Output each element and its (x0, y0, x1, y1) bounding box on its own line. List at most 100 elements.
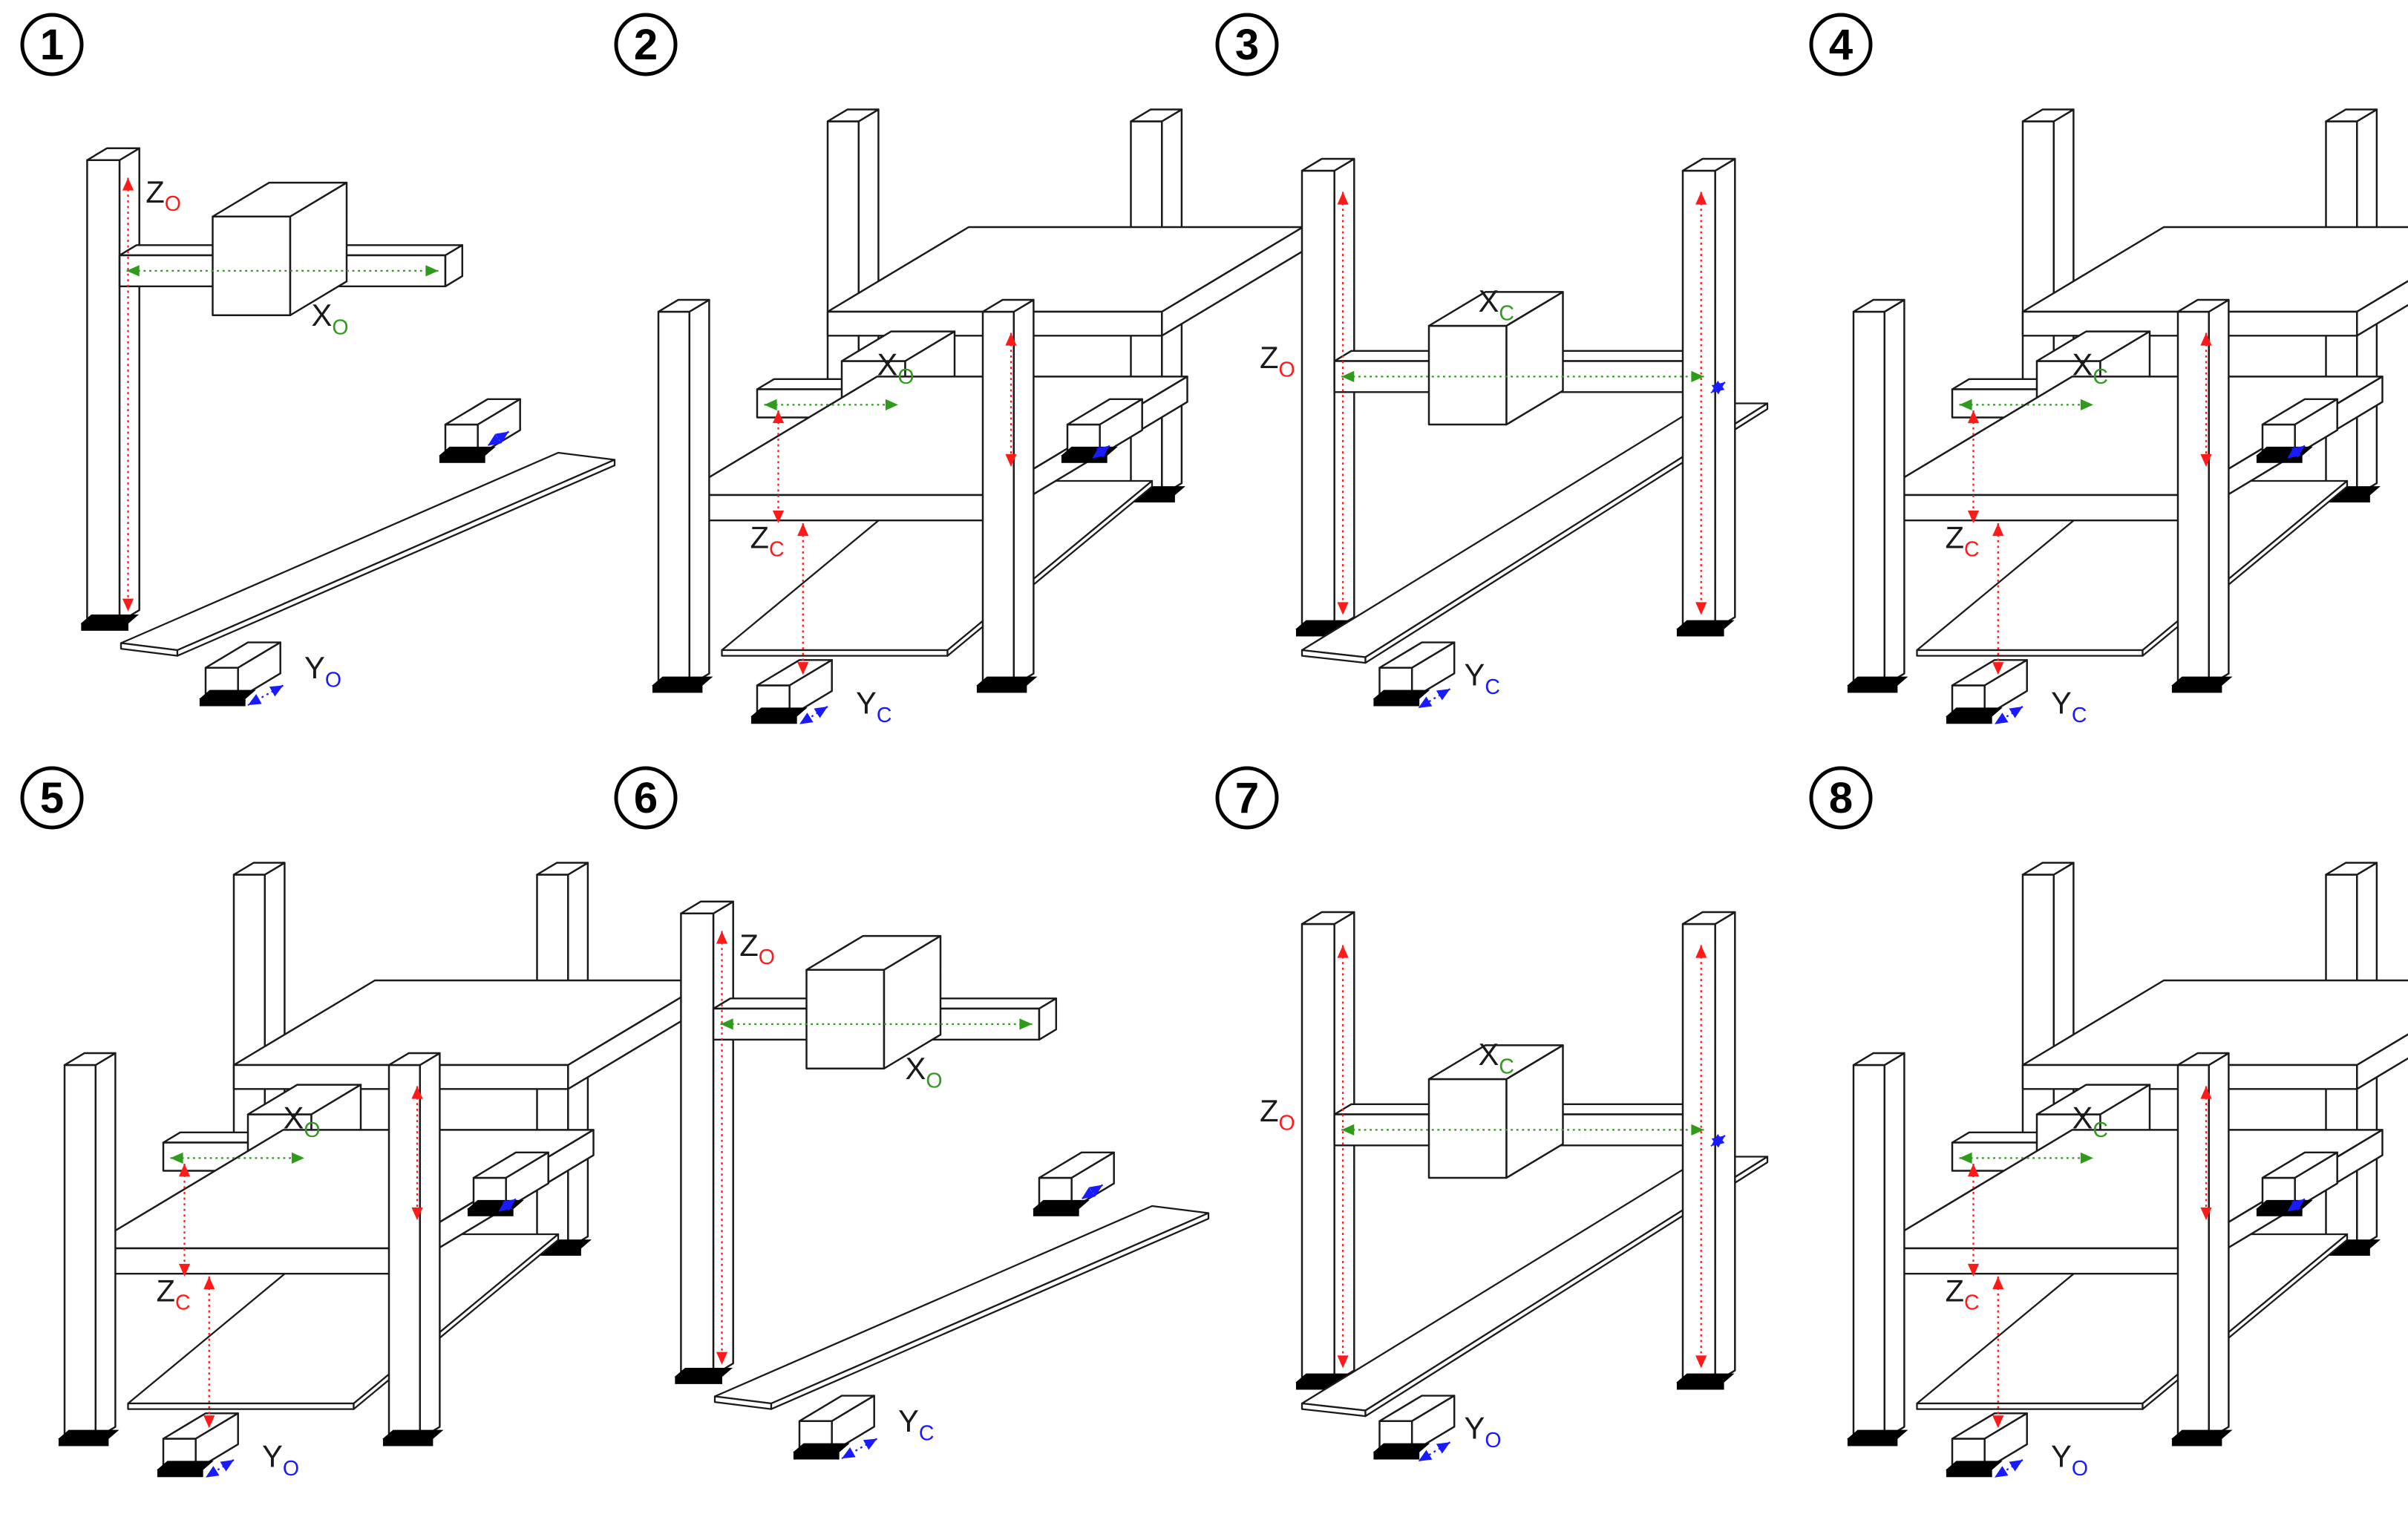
y-rail-front (1946, 1412, 2028, 1478)
axis-label-base: X (1479, 284, 1499, 318)
y-rail-foot (199, 689, 256, 700)
z-axis-arrow-bed (203, 1277, 215, 1429)
panel-number-circle (20, 766, 84, 830)
axis-label-base: Z (1946, 1273, 1965, 1308)
front-post-left (1852, 1052, 1905, 1440)
y-axis-arrow-rear (2286, 445, 2306, 459)
axis-label-subscript: O (1279, 1111, 1295, 1135)
front-foot-right (2171, 676, 2233, 686)
front-foot-right (382, 1429, 444, 1439)
y-axis-arrow-front (1418, 688, 1451, 709)
panel-number-text: 6 (634, 774, 658, 822)
axis-label-base: Z (145, 174, 165, 209)
panel-number: 6 (614, 766, 678, 830)
axis-label-base: Z (1260, 1093, 1279, 1128)
panel-number: 7 (1215, 766, 1279, 830)
axis-label-base: Z (739, 928, 759, 963)
y-rail-foot (1033, 1199, 1090, 1210)
panel-number: 8 (1809, 766, 1873, 830)
y-rail-foot (750, 707, 808, 717)
axis-label-subscript: C (1499, 1055, 1514, 1078)
x-carriage (805, 934, 942, 1069)
y-axis-arrow-rear (2286, 1198, 2306, 1213)
panel-number: 1 (20, 13, 84, 76)
axis-label-base: Z (750, 520, 770, 554)
panel-number: 5 (20, 766, 84, 830)
axis-label-subscript: O (325, 668, 341, 692)
work-bed (1300, 402, 1769, 664)
axis-label-base: Y (856, 686, 877, 721)
axis-label-x: XC (2072, 1101, 2108, 1142)
y-rail-foot (1373, 1443, 1430, 1453)
y-rail-front (1373, 1395, 1456, 1460)
y-axis-arrow-rear (487, 430, 510, 447)
axis-label-subscript: C (1485, 675, 1500, 699)
panel-number-circle (1215, 766, 1279, 830)
axis-label-y: YO (262, 1439, 299, 1481)
y-axis-arrow-rear (1091, 445, 1110, 459)
y-rail-foot (1946, 1461, 2003, 1470)
axis-label-subscript: O (1485, 1429, 1501, 1452)
axis-label-subscript: C (175, 1291, 191, 1315)
axis-label-subscript: C (919, 1421, 935, 1445)
axis-label-x: XO (877, 347, 915, 389)
z-axis-arrow-left (1337, 191, 1349, 615)
z-column (86, 147, 140, 623)
axis-label-z: ZC (1946, 520, 1980, 561)
y-rail-foot (467, 1199, 524, 1210)
top-rear-rail (232, 979, 710, 1090)
z-axis-arrow-bed (797, 523, 809, 675)
axis-label-subscript: O (165, 192, 181, 216)
z-axis-arrow-bed (1992, 523, 2004, 675)
x-axis-arrow (1959, 399, 2094, 410)
axis-label-base: X (2072, 1101, 2093, 1136)
y-rail-front (199, 641, 281, 707)
axis-label-base: Y (1465, 658, 1485, 692)
axis-label-x: XO (906, 1051, 943, 1092)
z-axis-arrow-left (1337, 945, 1349, 1369)
axis-label-z: ZC (1946, 1273, 1980, 1314)
x-axis-arrow (126, 265, 439, 277)
y-rail-block (1038, 1151, 1115, 1210)
z-axis-arrow-right (1695, 191, 1707, 615)
panel-number-circle (614, 766, 678, 830)
axis-label-subscript: C (2093, 365, 2108, 389)
y-axis-arrow-front (247, 684, 284, 707)
z-axis-arrow (716, 931, 728, 1365)
axis-label-z: ZC (750, 520, 785, 561)
axis-label-base: X (312, 298, 333, 332)
y-axis-arrow-front (799, 706, 828, 725)
y-rail-foot (2256, 1199, 2313, 1210)
front-post-right (981, 298, 1035, 687)
axis-label-subscript: O (304, 1118, 320, 1142)
x-axis-arrow (764, 399, 899, 410)
axis-label-x: XC (1479, 284, 1514, 325)
z-axis-arrow-right (1005, 332, 1017, 468)
y-axis-arrow-front (841, 1438, 878, 1460)
axis-label-subscript: O (897, 365, 914, 389)
x-axis-arrow (1959, 1152, 2094, 1164)
y-axis-arrow-rear (1710, 1133, 1726, 1148)
axis-label-z: ZC (157, 1273, 191, 1314)
panel-number-text: 3 (1235, 21, 1259, 69)
z-column-foot (674, 1368, 733, 1377)
y-rail-foot (157, 1461, 214, 1470)
y-rail-front (793, 1395, 875, 1460)
y-rail-foot (1946, 707, 2003, 717)
y-rail-front (750, 659, 833, 724)
axis-label-base: Y (2051, 1439, 2072, 1474)
panel-number-text: 2 (634, 21, 658, 69)
y-axis-arrow-front (1418, 1441, 1451, 1462)
panel-number-circle (1215, 13, 1279, 76)
axis-label-base: X (284, 1101, 304, 1136)
x-axis-arrow (720, 1018, 1033, 1030)
axis-label-base: Y (898, 1403, 919, 1438)
